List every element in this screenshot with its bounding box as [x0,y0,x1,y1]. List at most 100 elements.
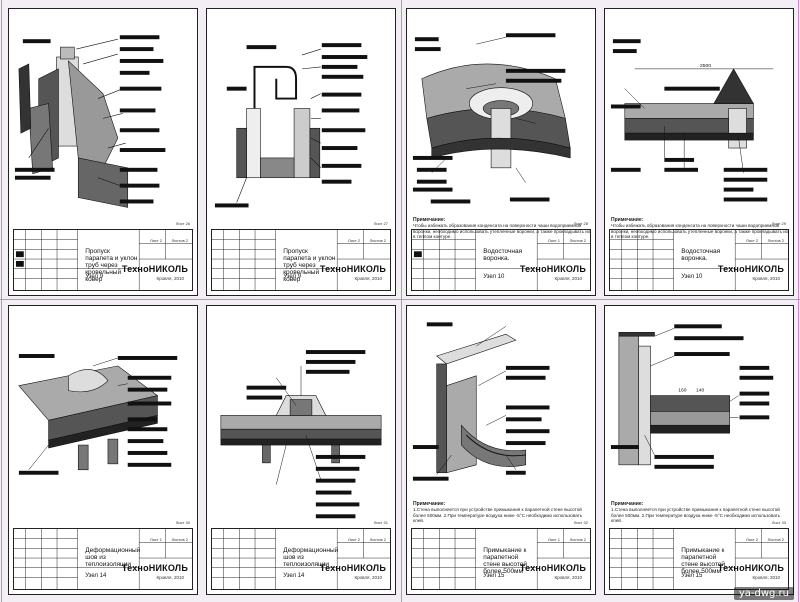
detail-drawing [412,33,571,204]
separator-frame-left [1,0,2,602]
note-heading: Примечание: [611,501,644,507]
node-label: Узел 15 [681,573,703,579]
sheets-count: Листов 2 [569,537,586,542]
note-heading: Примечание: [413,501,446,507]
drawing-title: Деформационный шов из теплоизоляции [283,547,339,568]
sheets-count: Листов 2 [569,238,586,243]
note-heading: Примечание: [413,217,446,223]
drawing-title: Пропуск парапета и уклон труб через кров… [85,248,138,283]
brand-logo: ТехноНИКОЛЬ [319,264,386,274]
note-text: Чтобы избежать образования конденсата на… [413,223,591,240]
sheet-number: Лист 27 [373,221,388,226]
title-block: Лист 30 Деформационный шов из теплоизоля… [13,520,193,590]
sheet-number: Лист 29 [771,221,786,226]
node-label: Узел 9 [283,274,301,280]
note-text: Чтобы избежать образования конденсата на… [611,223,789,240]
node-label: Узел 10 [681,274,703,280]
brand-logo: ТехноНИКОЛЬ [717,563,784,573]
title-block: Лист 27 Пропуск парапета и уклон труб че… [211,221,391,291]
separator-frame-right [798,0,799,602]
sheets-count: Листов 2 [171,238,188,243]
sheets-count: Листов 2 [369,537,386,542]
brand-sub: Кровля, 2010 [554,575,583,580]
sheet-number: Лист 30 [175,520,190,525]
drawing-title: Деформационный шов из теплоизоляции [85,547,141,568]
brand-sub: Кровля, 2010 [752,276,781,281]
separator-vertical [401,0,402,602]
brand-sub: Кровля, 2010 [752,575,781,580]
drawing-sheet: Примечание: 1.Стена выполняется при устр… [406,305,596,595]
sheet-label: Лист 2 [347,238,360,243]
sheet-label: Лист 1 [149,537,162,542]
dimension-label: 140 [696,388,704,394]
sheet-label: Лист 1 [547,238,560,243]
sheet-label: Лист 2 [745,537,758,542]
dimension-label: 160 [678,388,686,394]
title-block: Лист 33 Примыкание к парапетной стене вы… [609,520,789,590]
detail-drawing [18,354,178,475]
sheet-number: Лист 32 [573,520,588,525]
note-heading: Примечание: [611,217,644,223]
brand-logo: ТехноНИКОЛЬ [121,563,188,573]
brand-logo: ТехноНИКОЛЬ [121,264,188,274]
drawing-sheet: Лист 30 Деформационный шов из теплоизоля… [8,305,198,595]
title-block: Лист 28 Водосточная воронка. Узел 10 Лис… [411,221,591,291]
brand-sub: Кровля, 2010 [554,276,583,281]
drawing-title: Водосточная воронка. [681,248,721,262]
detail-drawing: 2500 [610,39,774,202]
note-text: 1.Стена выполняется при устройстве примы… [413,507,583,524]
drawing-title: Примыкание к парапетной стене высотой бо… [681,547,726,575]
drawing-sheet: Лист 27 Пропуск парапета и уклон труб че… [206,8,396,296]
note-text: 1.Стена выполняется при устройстве примы… [611,507,781,524]
sheet-label: Лист 1 [547,537,560,542]
separator-horizontal [0,299,800,300]
sheet-label: Лист 2 [745,238,758,243]
brand-sub: Кровля, 2010 [354,575,383,580]
detail-drawing [412,322,550,481]
drawing-sheet: 2500 Примечание: Чтобы избежать образова… [604,8,794,296]
drawing-title: Пропуск парапета и уклон труб через кров… [283,248,336,283]
detail-drawing [220,350,382,519]
node-label: Узел 14 [85,573,107,579]
node-label: Узел 9 [85,274,103,280]
sheets-count: Листов 2 [767,537,784,542]
detail-drawing [214,43,368,208]
detail-drawing: 160 140 [610,324,774,469]
title-block: Лист 31 Деформационный шов из теплоизоля… [211,520,391,590]
drawing-note: Примечание: 1.Стена выполняется при устр… [611,501,789,524]
drawing-title: Водосточная воронка. [483,248,523,262]
detail-drawing [14,35,166,208]
brand-sub: Кровля, 2010 [354,276,383,281]
sheet-number: Лист 31 [373,520,388,525]
brand-logo: ТехноНИКОЛЬ [519,563,586,573]
drawing-sheet: Примечание: Чтобы избежать образования к… [406,8,596,296]
sheet-number: Лист 33 [771,520,786,525]
node-label: Узел 14 [283,573,305,579]
drawing-sheet: Лист 31 Деформационный шов из теплоизоля… [206,305,396,595]
drawing-sheet: Лист 26 Пропуск парапета и уклон труб че… [8,8,198,296]
title-block: Лист 29 Водосточная воронка. Узел 10 Лис… [609,221,789,291]
drawing-note: Примечание: Чтобы избежать образования к… [611,217,789,240]
brand-logo: ТехноНИКОЛЬ [717,264,784,274]
site-watermark: ya-dwg.ru [733,587,794,600]
sheet-label: Лист 2 [347,537,360,542]
title-block: Лист 26 Пропуск парапета и уклон труб че… [13,221,193,291]
sheet-number: Лист 26 [175,221,190,226]
brand-sub: Кровля, 2010 [156,575,185,580]
brand-sub: Кровля, 2010 [156,276,185,281]
sheet-number: Лист 28 [573,221,588,226]
sheets-count: Листов 2 [767,238,784,243]
drawing-note: Примечание: 1.Стена выполняется при устр… [413,501,591,524]
drawing-sheet: 160 140 Примечание: 1.Стена выполняется … [604,305,794,595]
sheets-count: Листов 2 [369,238,386,243]
drawing-title: Примыкание к парапетной стене высотой бо… [483,547,528,575]
dimension-label: 2500 [700,63,711,69]
brand-logo: ТехноНИКОЛЬ [519,264,586,274]
node-label: Узел 15 [483,573,505,579]
sheets-count: Листов 2 [171,537,188,542]
drawing-note: Примечание: Чтобы избежать образования к… [413,217,591,240]
node-label: Узел 10 [483,274,505,280]
title-block: Лист 32 Примыкание к парапетной стене вы… [411,520,591,590]
sheet-label: Лист 2 [149,238,162,243]
brand-logo: ТехноНИКОЛЬ [319,563,386,573]
